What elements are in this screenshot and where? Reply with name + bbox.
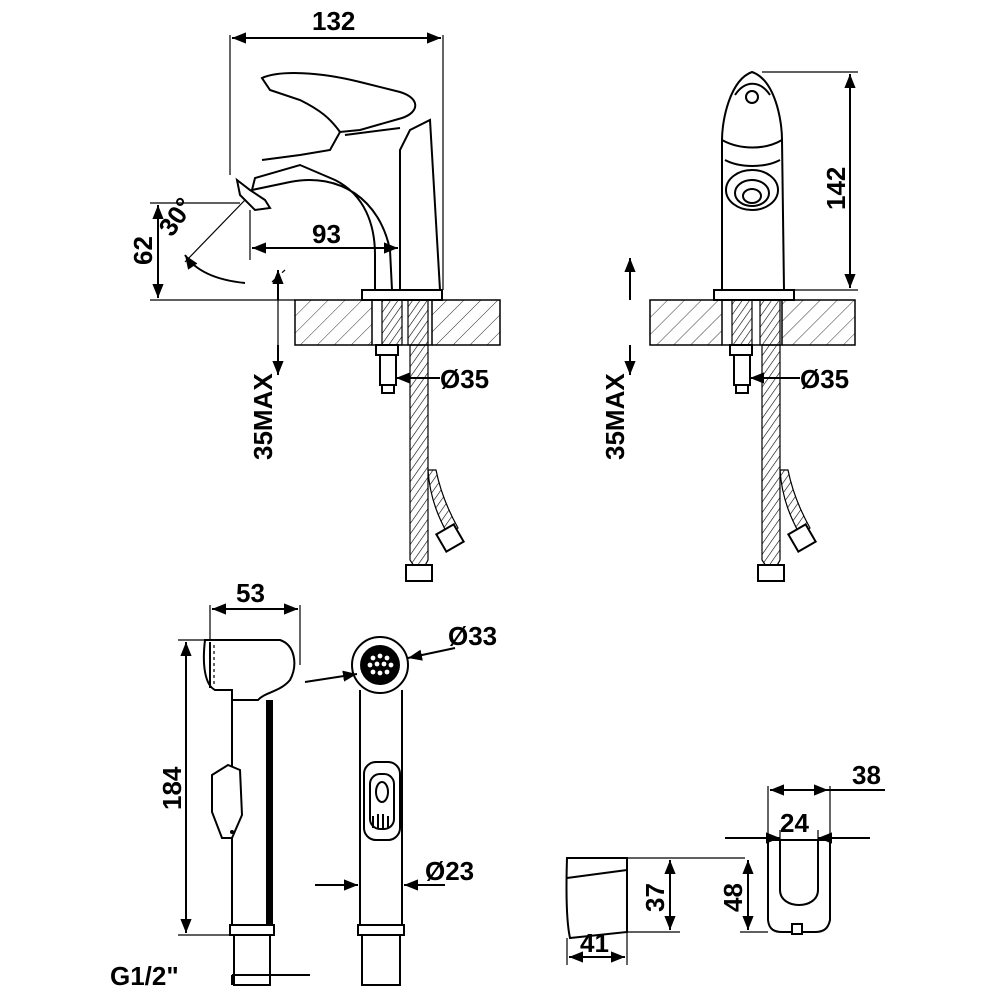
faucet-side-view: 142 35MAX Ø35 xyxy=(600,70,858,582)
supply-hose-right xyxy=(761,344,781,577)
dim-handshower-handle-dia: Ø23 xyxy=(425,856,474,886)
faucet-body-left xyxy=(250,163,394,291)
dim-handshower-width: 53 xyxy=(236,578,265,608)
handshower-trigger-side xyxy=(211,763,244,839)
dim-connection-thread: G1/2" xyxy=(110,961,179,991)
dim-holder-front-height: 48 xyxy=(718,883,748,912)
dim-handshower-face-dia: Ø33 xyxy=(448,621,497,651)
handshower-side-view: 53 184 G1/2" xyxy=(110,578,310,991)
dim-counter-max-right: 35MAX xyxy=(600,373,630,460)
dim-lever-angle: 30° xyxy=(152,192,199,241)
faucet-front-view: 132 93 62 30° 35MAX Ø35 xyxy=(128,6,501,582)
dim-holder-outer-width: 38 xyxy=(852,760,881,790)
holder-front xyxy=(767,839,831,933)
dim-holder-side-width: 41 xyxy=(580,928,609,958)
dim-spout-height: 62 xyxy=(128,236,158,265)
dim-handshower-length: 184 xyxy=(157,766,187,810)
dim-hole-dia-right: Ø35 xyxy=(800,364,849,394)
handshower-front-view: Ø33 Ø23 xyxy=(304,621,497,986)
dim-counter-max-left: 35MAX xyxy=(248,373,278,460)
dim-front-width: 132 xyxy=(312,6,355,36)
dim-hole-dia-left: Ø35 xyxy=(440,364,489,394)
dim-side-height: 142 xyxy=(821,167,851,210)
dim-holder-inner-width: 24 xyxy=(780,808,809,838)
dim-spout-reach: 93 xyxy=(312,219,341,249)
dim-holder-side-height: 37 xyxy=(640,883,670,912)
faucet-base-left xyxy=(361,289,443,301)
handshower-head-side xyxy=(202,639,296,701)
holder-views: 41 37 48 24 38 xyxy=(565,760,885,965)
faucet-lever-left xyxy=(260,72,417,134)
holder-side xyxy=(565,857,628,940)
supply-hose-left xyxy=(409,344,429,577)
faucet-base-right xyxy=(713,289,795,301)
faucet-body-right xyxy=(721,70,786,291)
